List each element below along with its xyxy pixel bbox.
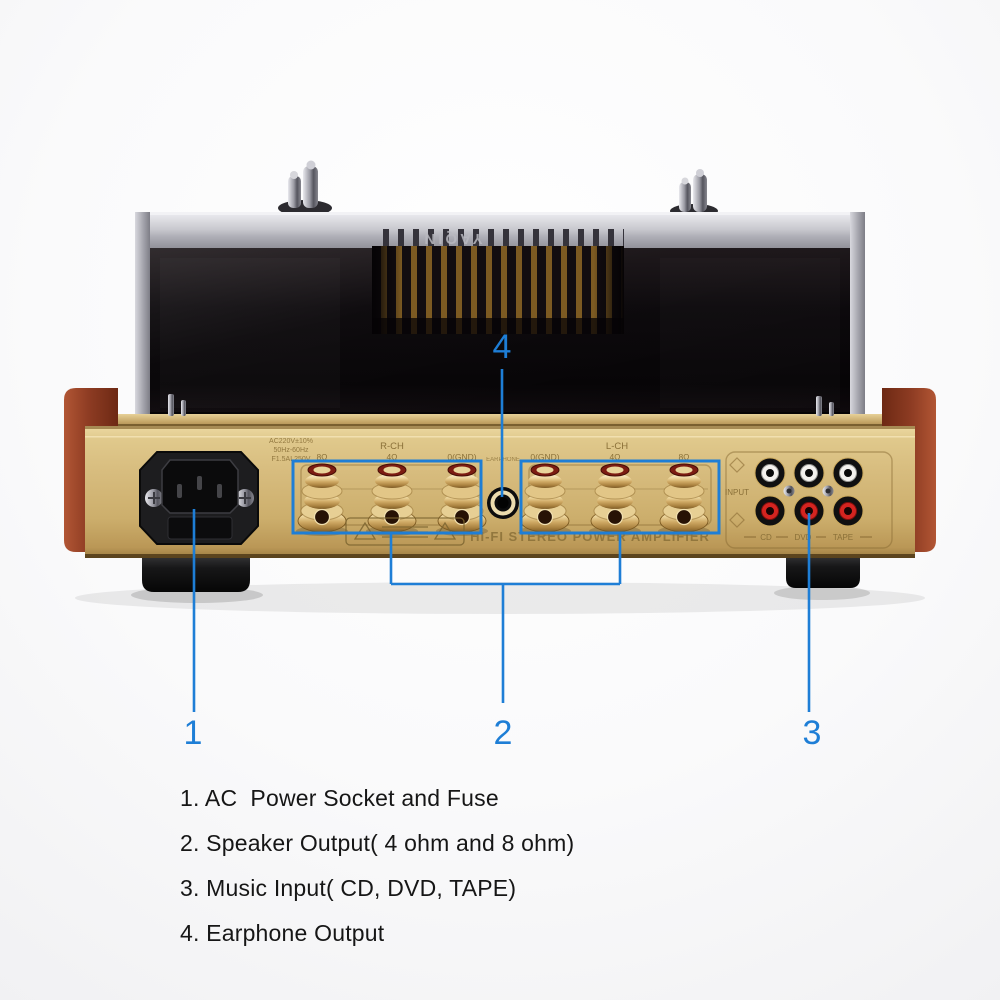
cage-front (149, 246, 851, 418)
svg-text:4Ω: 4Ω (609, 452, 620, 462)
fuse-drawer (167, 516, 233, 540)
callout-number-1: 1 (184, 714, 203, 752)
rca-jack-red (832, 495, 864, 527)
cage-rail-left (135, 212, 150, 418)
legend-item-2: 2. Speaker Output( 4 ohm and 8 ohm) (180, 830, 575, 856)
power-rating-text: AC220V±10% 50Hz-60Hz F1.5AL250V (269, 438, 313, 463)
callout-box-right-speaker (291, 459, 483, 535)
svg-text:F1.5AL250V: F1.5AL250V (272, 456, 311, 463)
rca-input-section: INPUT (725, 451, 893, 549)
rca-jack-white (793, 457, 825, 489)
rca-jack-white (832, 457, 864, 489)
brand-engraving: YAQIN (421, 230, 482, 247)
callout-number-3: 3 (803, 714, 822, 752)
svg-text:8Ω: 8Ω (316, 452, 327, 462)
tube-tips-right (670, 169, 718, 218)
left-channel-label: L-CH (606, 441, 628, 452)
panel-title: HI-FI STEREO POWER AMPLIFIER (470, 529, 710, 544)
svg-text:DVD: DVD (795, 533, 812, 542)
rca-jack-red (754, 495, 786, 527)
terminal-labels: 8Ω 4Ω 0(GND) 0(GND) 4Ω 8Ω (316, 452, 689, 462)
svg-text:TAPE: TAPE (833, 533, 853, 542)
tube-tips-left (278, 160, 332, 216)
svg-text:0(GND): 0(GND) (530, 452, 559, 462)
callout-box-left-speaker (519, 459, 721, 535)
foot-left (142, 552, 250, 592)
svg-text:CD: CD (760, 533, 772, 542)
cage-rail-right (850, 212, 865, 418)
svg-text:0(GND): 0(GND) (447, 452, 476, 462)
svg-text:8Ω: 8Ω (678, 452, 689, 462)
screw-icon (236, 489, 254, 507)
screw-icon (822, 485, 834, 497)
svg-text:AC220V±10%: AC220V±10% (269, 438, 313, 445)
binding-post (589, 463, 641, 536)
cage-top: YAQIN (135, 212, 865, 250)
callout-number-2: 2 (494, 714, 513, 752)
screw-icon (783, 485, 795, 497)
svg-text:50Hz-60Hz: 50Hz-60Hz (273, 447, 309, 454)
screw-icon (145, 489, 163, 507)
callout-numbers: 1 2 3 4 (184, 328, 822, 752)
input-label: INPUT (725, 488, 749, 497)
right-channel-label: R-CH (380, 441, 404, 452)
legend-item-1: 1. AC Power Socket and Fuse (180, 785, 499, 811)
diamond-mark-icon (729, 512, 745, 528)
callout-line-2 (389, 534, 622, 703)
binding-post (658, 463, 710, 536)
legend-item-3: 3. Music Input( CD, DVD, TAPE) (180, 875, 517, 901)
ac-power-socket (139, 451, 259, 545)
foot-shadow-right (774, 586, 870, 600)
svg-text:4Ω: 4Ω (386, 452, 397, 462)
speaker-binding-posts (296, 463, 710, 536)
callout-number-4: 4 (493, 328, 512, 366)
diamond-mark-icon (729, 457, 745, 473)
legend: 1. AC Power Socket and Fuse 2. Speaker O… (180, 784, 740, 947)
device-shadow (75, 582, 925, 614)
heatsink-fins (372, 246, 624, 334)
legend-item-4: 4. Earphone Output (180, 920, 385, 946)
rca-jack-labels: CD DVD TAPE (744, 533, 872, 542)
rca-jack-white (754, 457, 786, 489)
callout-overlays (192, 369, 811, 712)
foot-right (786, 552, 860, 588)
